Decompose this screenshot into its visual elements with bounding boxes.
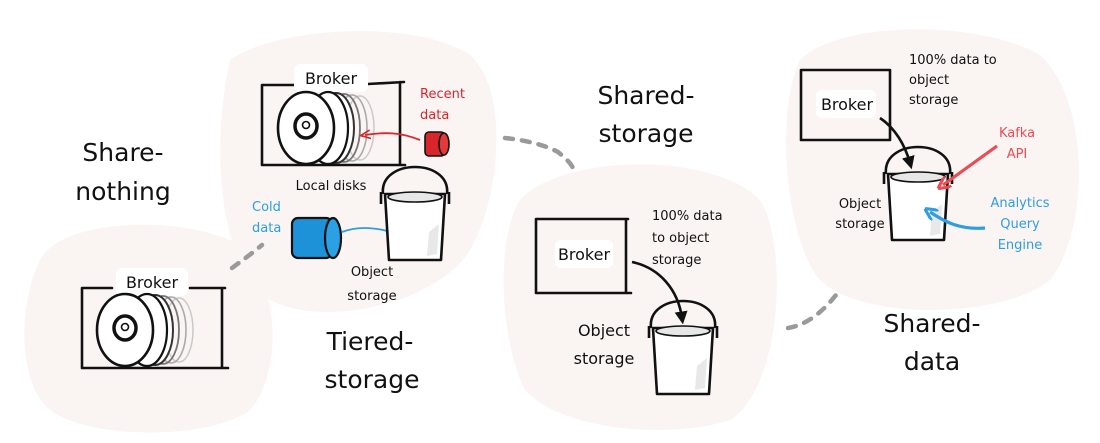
tiered-storage-panel: Broker Local disks Recent data Cold data… <box>252 64 465 394</box>
write-arrow <box>879 116 915 170</box>
kafka-api-arrow <box>943 144 998 185</box>
broker-box: Broker <box>799 68 892 142</box>
broker-label: Broker <box>305 69 358 88</box>
broker-box: Broker <box>534 217 633 295</box>
note-line3: storage <box>909 93 958 108</box>
object-storage-label-line1: Object <box>578 321 630 340</box>
object-storage-label-line1: Object <box>839 197 881 212</box>
cold-data-label-line2: data <box>252 221 281 236</box>
shared-storage-panel: Shared- storage Broker 100% data to obje… <box>534 81 723 396</box>
broker-label: Broker <box>558 245 611 264</box>
note-line2: to object <box>652 231 709 246</box>
tiered-storage-title-line2: storage <box>325 365 420 394</box>
object-storage-label-line2: storage <box>574 349 635 368</box>
share-nothing-title-line2: nothing <box>75 177 170 206</box>
connector-tiered-to-shared-storage <box>502 135 576 171</box>
object-storage-label-line1: Object <box>351 265 393 280</box>
broker-label: Broker <box>821 95 874 114</box>
write-arrow <box>631 260 688 325</box>
shared-data-title-line1: Shared- <box>883 309 980 338</box>
kafka-api-label-line1: Kafka <box>999 126 1035 141</box>
share-nothing-panel: Share- nothing Broker <box>75 138 230 370</box>
recent-data-cylinder-icon <box>424 131 450 157</box>
broker-box: Broker <box>80 268 230 370</box>
cold-data-cylinder-icon <box>290 216 343 260</box>
tiered-storage-title-line1: Tiered- <box>326 327 414 356</box>
broker-label: Broker <box>126 273 179 292</box>
recent-data-label-line1: Recent <box>420 87 465 102</box>
note-line1: 100% data to <box>909 53 997 68</box>
shared-storage-title-line1: Shared- <box>597 81 694 110</box>
recent-data-label-line2: data <box>420 108 449 123</box>
analytics-label-line2: Query <box>1000 217 1040 232</box>
note-line1: 100% data <box>652 209 723 224</box>
broker-box: Broker <box>260 64 407 167</box>
share-nothing-title-line1: Share- <box>82 138 163 167</box>
recent-data-arrow <box>365 133 421 141</box>
object-storage-label-line2: storage <box>835 217 884 232</box>
connector-shared-storage-to-shared-data <box>785 292 839 331</box>
kafka-api-label-line2: API <box>1007 147 1028 162</box>
note-line3: storage <box>652 253 701 268</box>
analytics-arrow <box>930 212 986 230</box>
shared-storage-background <box>503 164 777 431</box>
local-disks-label: Local disks <box>296 179 367 194</box>
analytics-label-line1: Analytics <box>990 196 1049 211</box>
shared-storage-title-line2: storage <box>599 119 694 148</box>
shared-data-title-line2: data <box>904 347 960 376</box>
note-line2: object <box>909 73 949 88</box>
connector-share-nothing-to-tiered <box>229 242 265 271</box>
cold-data-label-line1: Cold <box>252 200 281 215</box>
shared-data-panel: Broker 100% data to object storage Objec… <box>799 53 1050 376</box>
shared-data-background <box>786 29 1079 311</box>
analytics-label-line3: Engine <box>998 238 1043 253</box>
object-storage-label-line2: storage <box>347 289 396 304</box>
